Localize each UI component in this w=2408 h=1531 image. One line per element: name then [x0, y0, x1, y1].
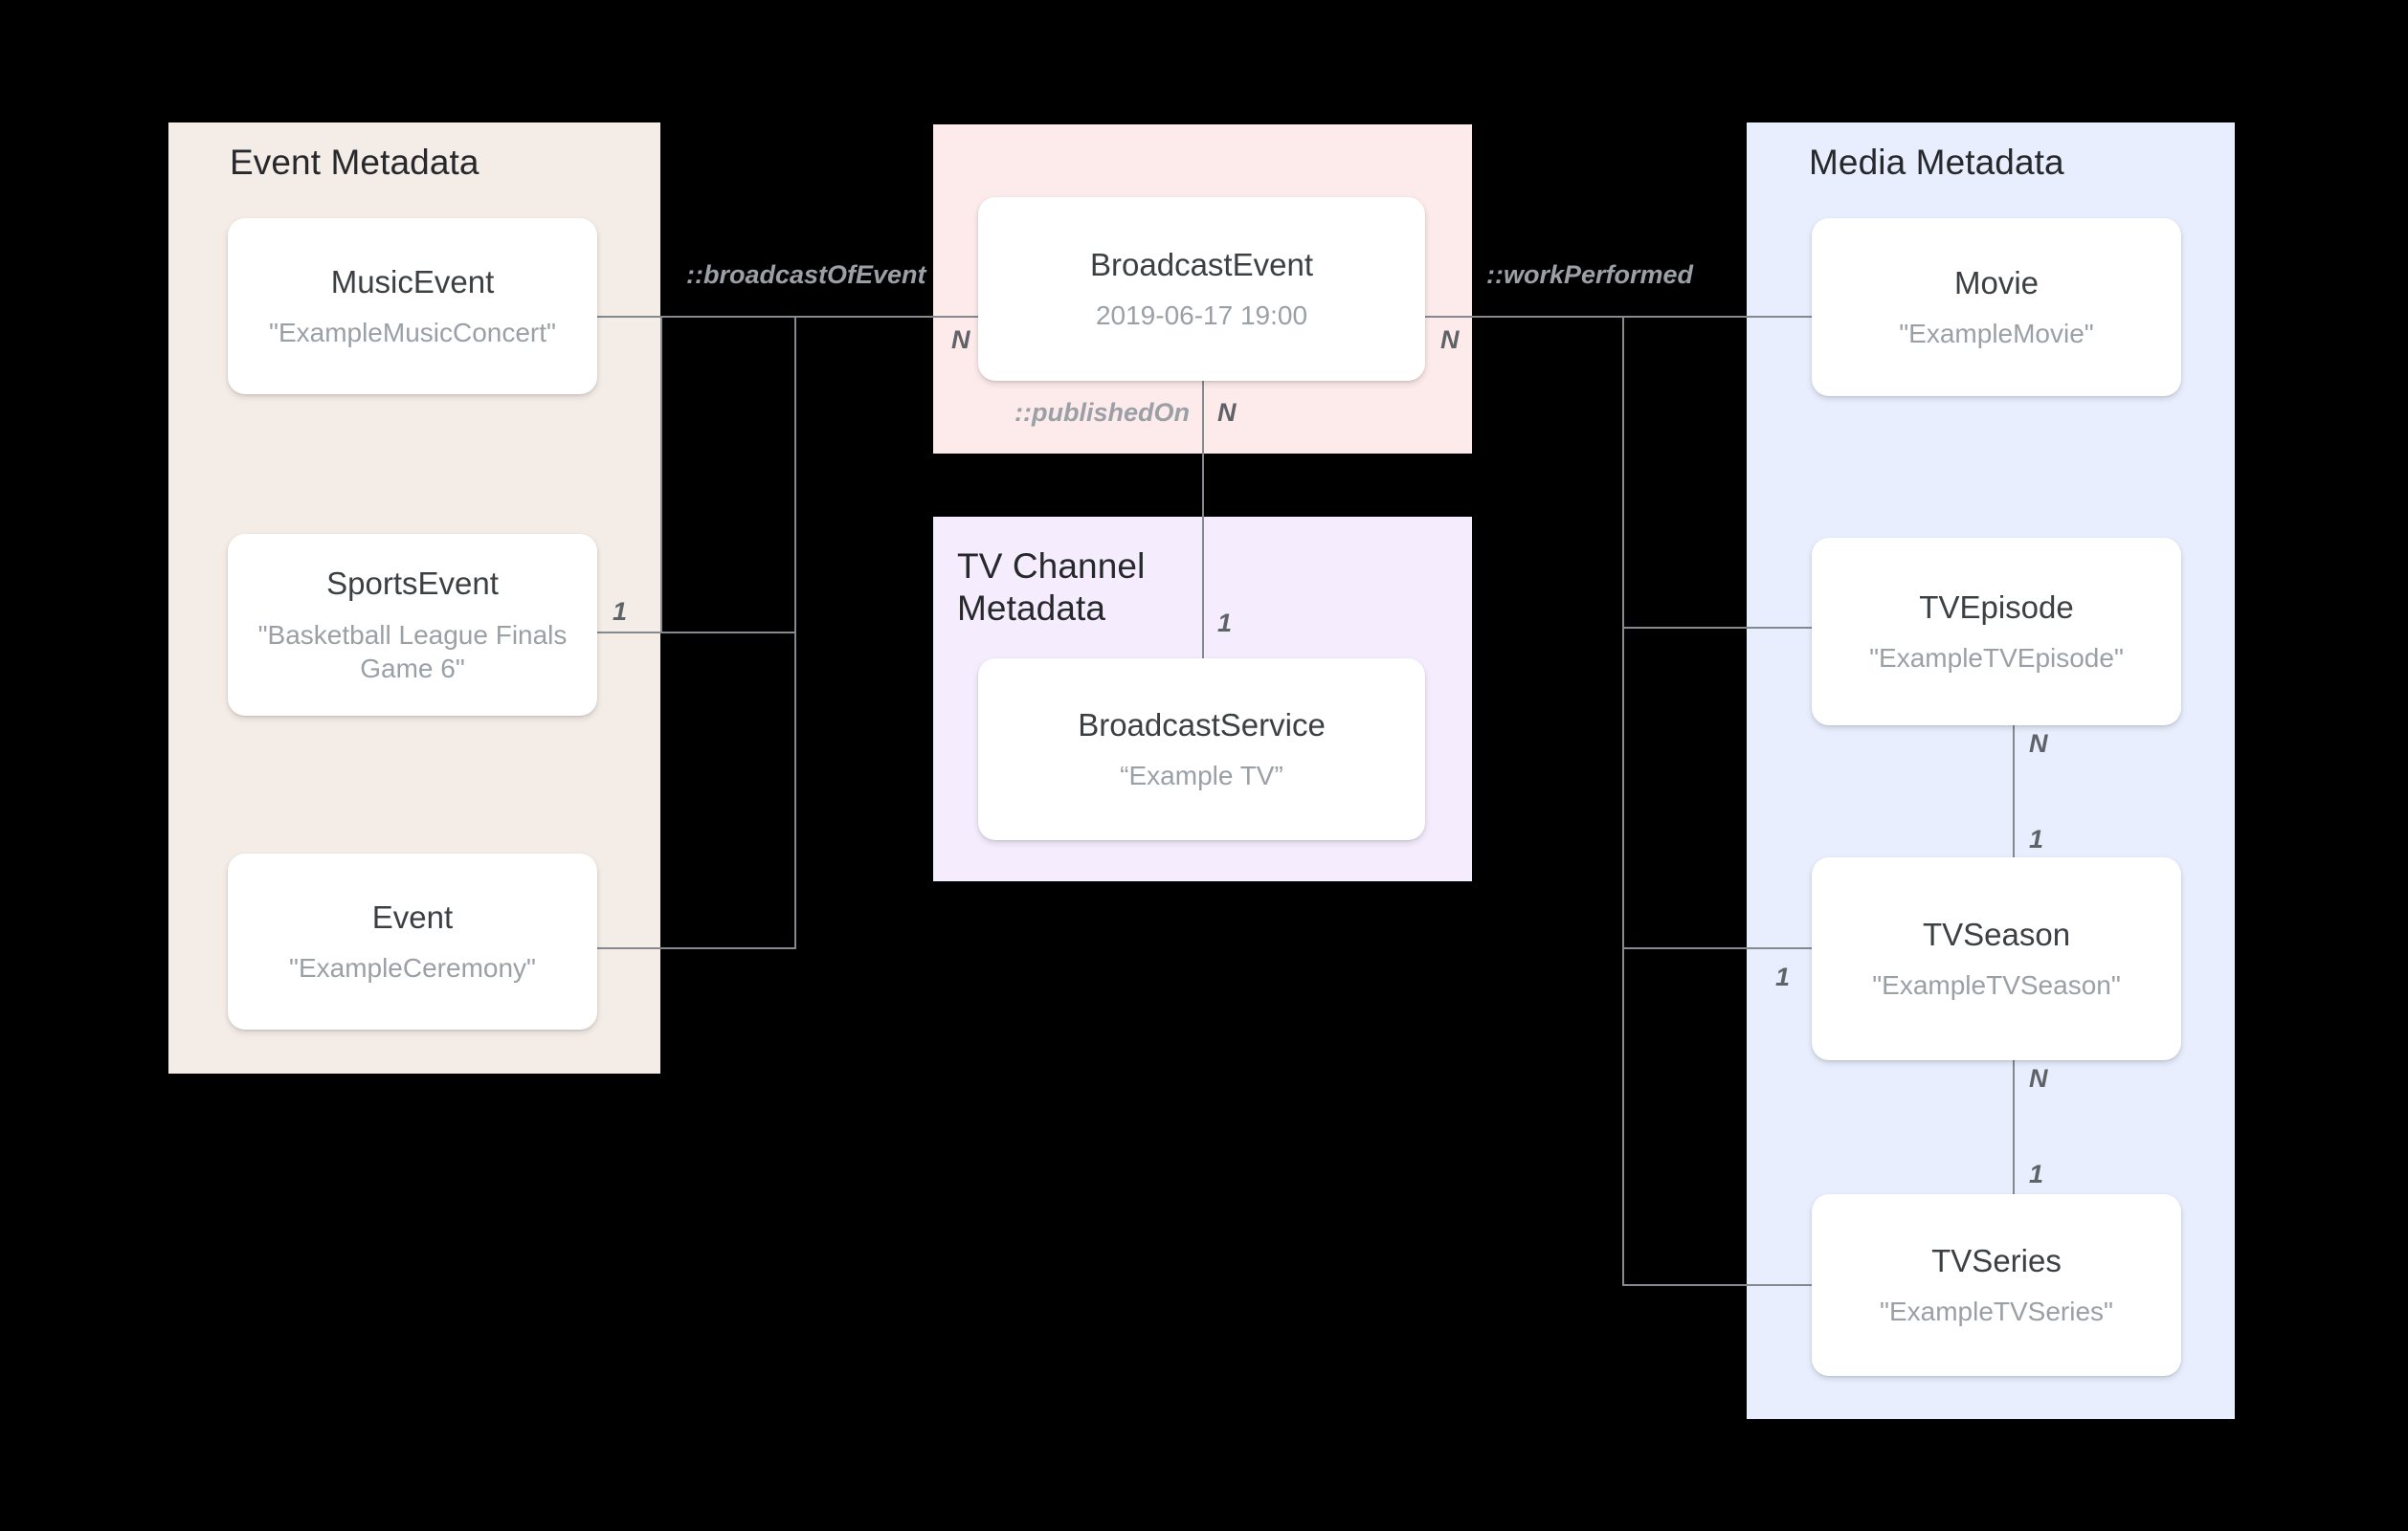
- cardinality-tv-episode-n: N: [2029, 729, 2048, 758]
- relationship-label-broadcast-of-event: ::broadcastOfEvent: [686, 260, 926, 289]
- node-tv-season[interactable]: TVSeason "ExampleTVSeason": [1812, 857, 2181, 1060]
- node-title-sports-event: SportsEvent: [326, 566, 499, 602]
- cardinality-tv-season-top: 1: [2029, 825, 2044, 854]
- node-title-tv-episode: TVEpisode: [1919, 588, 2074, 625]
- node-title-broadcast-event: BroadcastEvent: [1090, 246, 1313, 282]
- cardinality-broadcast-service: 1: [1217, 609, 1233, 637]
- node-broadcast-service[interactable]: BroadcastService “Example TV”: [978, 658, 1425, 840]
- node-title-music-event: MusicEvent: [330, 263, 495, 300]
- node-title-movie: Movie: [1953, 264, 2040, 300]
- edge-event-connector: [597, 947, 796, 949]
- edge-sports-event-connector: [597, 632, 796, 633]
- edge-trunk-media-right: [1622, 316, 1624, 1285]
- edge-branch-event-panel-edge: [660, 316, 662, 632]
- cardinality-tv-season-n: N: [2029, 1064, 2048, 1093]
- node-value-tv-episode: "ExampleTVEpisode": [1869, 643, 2124, 674]
- node-value-sports-event: "Basketball League Finals Game 6": [257, 619, 568, 683]
- edge-trunk-to-tv-season: [1622, 947, 1814, 949]
- cardinality-published-on: N: [1217, 398, 1237, 427]
- edge-published-on: [1202, 381, 1204, 658]
- node-sports-event[interactable]: SportsEvent "Basketball League Finals Ga…: [228, 534, 597, 716]
- relationship-label-published-on: ::publishedOn: [1014, 398, 1190, 427]
- cardinality-broadcast-event-right: N: [1440, 325, 1460, 354]
- edge-tv-episode-to-tv-season: [2013, 725, 2015, 878]
- edge-trunk-to-tv-series: [1622, 1284, 1814, 1286]
- node-tv-series[interactable]: TVSeries "ExampleTVSeries": [1812, 1194, 2181, 1376]
- cardinality-tv-series: 1: [2029, 1160, 2044, 1188]
- node-broadcast-event[interactable]: BroadcastEvent 2019-06-17 19:00: [978, 197, 1425, 381]
- node-value-broadcast-service: “Example TV”: [1120, 761, 1283, 791]
- node-value-tv-series: "ExampleTVSeries": [1880, 1297, 2113, 1327]
- edge-tv-season-to-tv-series: [2013, 1060, 2015, 1213]
- node-title-broadcast-service: BroadcastService: [1078, 706, 1326, 743]
- edge-work-performed: [1425, 316, 1814, 318]
- node-value-broadcast-event: 2019-06-17 19:00: [1095, 300, 1308, 331]
- edge-trunk-to-tv-episode: [1622, 627, 1814, 629]
- node-title-tv-series: TVSeries: [1931, 1242, 2062, 1278]
- node-value-movie: "ExampleMovie": [1899, 319, 2094, 349]
- node-title-event: Event: [371, 899, 454, 935]
- node-title-tv-season: TVSeason: [1922, 916, 2071, 952]
- cardinality-tv-season-left: 1: [1775, 963, 1791, 991]
- group-title-event-metadata: Event Metadata: [230, 143, 479, 182]
- node-tv-episode[interactable]: TVEpisode "ExampleTVEpisode": [1812, 538, 2181, 725]
- cardinality-broadcast-event-left: N: [951, 325, 970, 354]
- group-title-tv-channel-metadata: TV Channel Metadata: [957, 546, 1146, 628]
- edge-music-event-to-broadcast: [597, 316, 980, 318]
- node-value-event: "ExampleCeremony": [289, 953, 536, 984]
- node-value-tv-season: "ExampleTVSeason": [1872, 970, 2121, 1001]
- node-event[interactable]: Event "ExampleCeremony": [228, 854, 597, 1030]
- node-value-music-event: "ExampleMusicConcert": [269, 318, 556, 348]
- node-music-event[interactable]: MusicEvent "ExampleMusicConcert": [228, 218, 597, 394]
- node-movie[interactable]: Movie "ExampleMovie": [1812, 218, 2181, 396]
- relationship-label-work-performed: ::workPerformed: [1486, 260, 1694, 289]
- group-title-media-metadata: Media Metadata: [1809, 143, 2064, 182]
- cardinality-sports-event: 1: [613, 597, 628, 626]
